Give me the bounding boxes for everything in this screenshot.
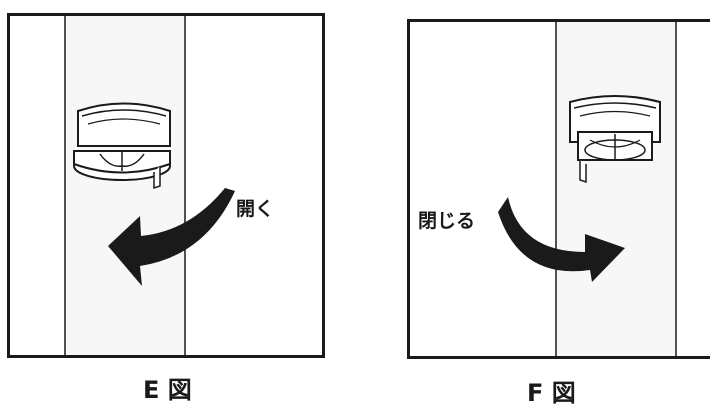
open-arrow-icon [108, 188, 235, 286]
close-arrow-icon [498, 197, 625, 282]
figure-e-caption: E 図 [143, 376, 192, 404]
figure-f-panel: 閉じる [407, 19, 710, 359]
close-label: 閉じる [418, 210, 476, 232]
figure-e-drawing [64, 16, 235, 355]
latch-closed-icon [569, 95, 661, 184]
latch-open-icon [73, 102, 171, 190]
figure-f-drawing [498, 22, 677, 356]
door-panel-center [556, 22, 676, 356]
open-label: 開く [236, 198, 275, 220]
figure-e-panel: 開く [7, 13, 325, 358]
figure-f-caption: F 図 [527, 379, 576, 407]
door-panel-center [65, 16, 185, 355]
